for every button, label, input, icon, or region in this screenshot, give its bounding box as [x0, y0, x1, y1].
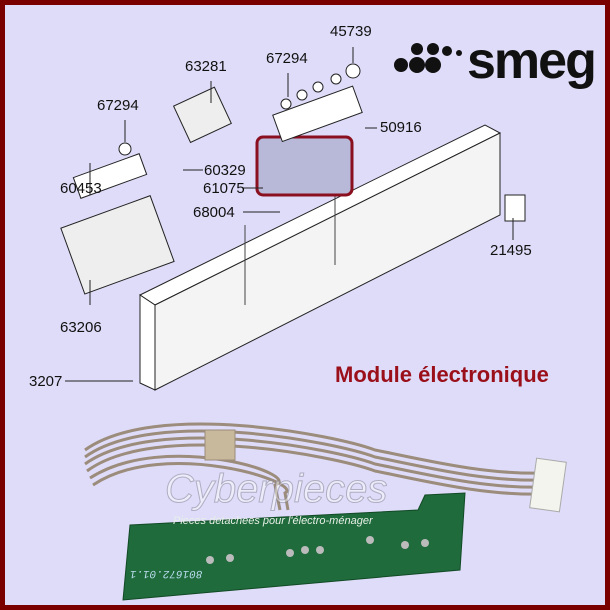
- part-label: 60329: [204, 162, 246, 179]
- part-label: 50916: [380, 119, 422, 136]
- smeg-logo: smeg: [467, 32, 597, 90]
- part-label: 67294: [266, 50, 308, 67]
- part-label: 63281: [185, 58, 227, 75]
- part-label: 21495: [490, 242, 532, 259]
- part-label: 67294: [97, 97, 139, 114]
- smeg-logo-dots: [393, 35, 468, 80]
- watermark: Cyberpieces: [164, 467, 388, 512]
- pcb-code: 801672.01.1: [128, 567, 204, 579]
- exploded-diagram: [60, 47, 567, 601]
- part-label: 68004: [193, 204, 235, 221]
- part-label: 61075: [203, 180, 245, 197]
- part-label: 45739: [330, 23, 372, 40]
- watermark-tagline: Pieces detachees pour l'électro-ménager: [173, 515, 373, 527]
- part-label: 63206: [60, 319, 102, 336]
- product-image: smeg 45739 63281 67294 67294 50916 60329…: [5, 5, 605, 605]
- part-label: 3207: [29, 373, 63, 390]
- product-title: Module électronique: [335, 362, 549, 387]
- part-label: 60453: [60, 180, 102, 197]
